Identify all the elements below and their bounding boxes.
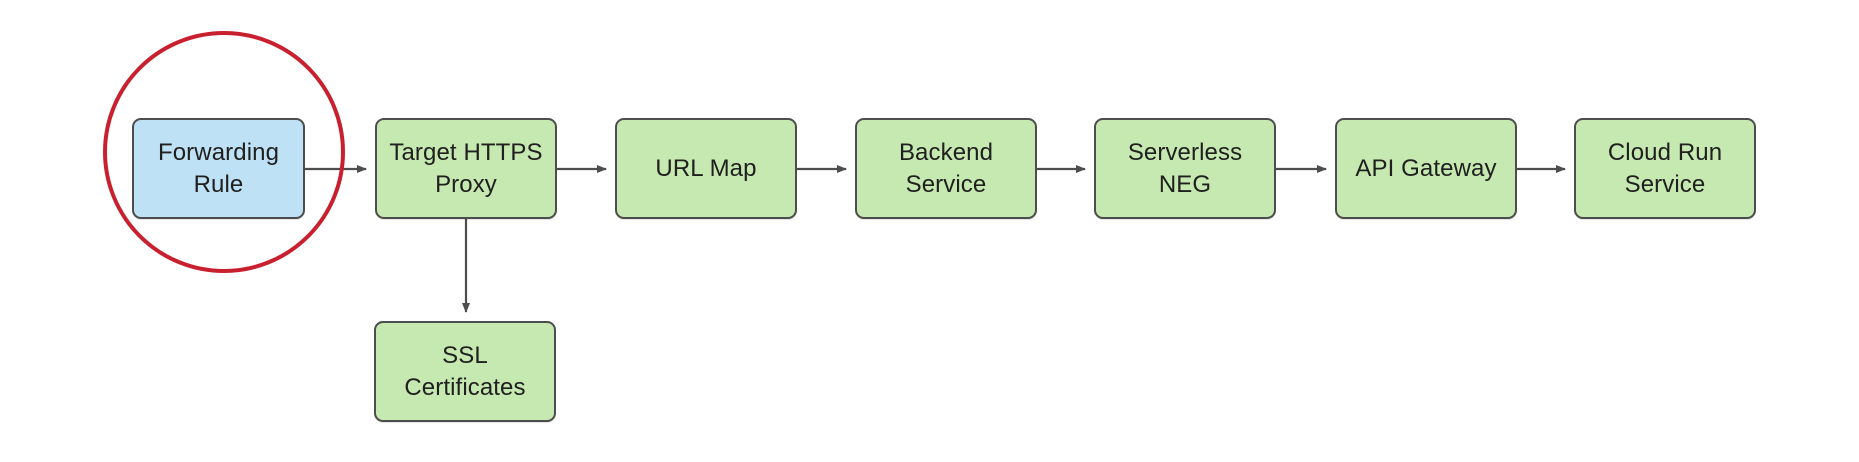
node-backend-service[interactable]: Backend Service [855, 118, 1037, 219]
node-label-target-https-proxy: Target HTTPS Proxy [389, 138, 543, 198]
node-target-https-proxy[interactable]: Target HTTPS Proxy [375, 118, 557, 219]
node-serverless-neg[interactable]: Serverless NEG [1094, 118, 1276, 219]
node-label-api-gateway: API Gateway [1355, 154, 1497, 182]
node-label-forwarding-rule: Forwarding Rule [157, 138, 280, 198]
node-url-map[interactable]: URL Map [615, 118, 797, 219]
node-forwarding-rule[interactable]: Forwarding Rule [132, 118, 305, 219]
node-cloud-run-service[interactable]: Cloud Run Service [1574, 118, 1756, 219]
node-label-ssl-certificates: SSL Certificates [404, 341, 526, 401]
node-label-url-map: URL Map [655, 154, 757, 182]
node-label-backend-service: Backend Service [898, 138, 994, 198]
node-api-gateway[interactable]: API Gateway [1335, 118, 1517, 219]
node-label-serverless-neg: Serverless NEG [1127, 138, 1243, 198]
node-label-cloud-run-service: Cloud Run Service [1607, 138, 1723, 198]
edges-group [305, 165, 1566, 313]
node-ssl-certificates[interactable]: SSL Certificates [374, 321, 556, 422]
